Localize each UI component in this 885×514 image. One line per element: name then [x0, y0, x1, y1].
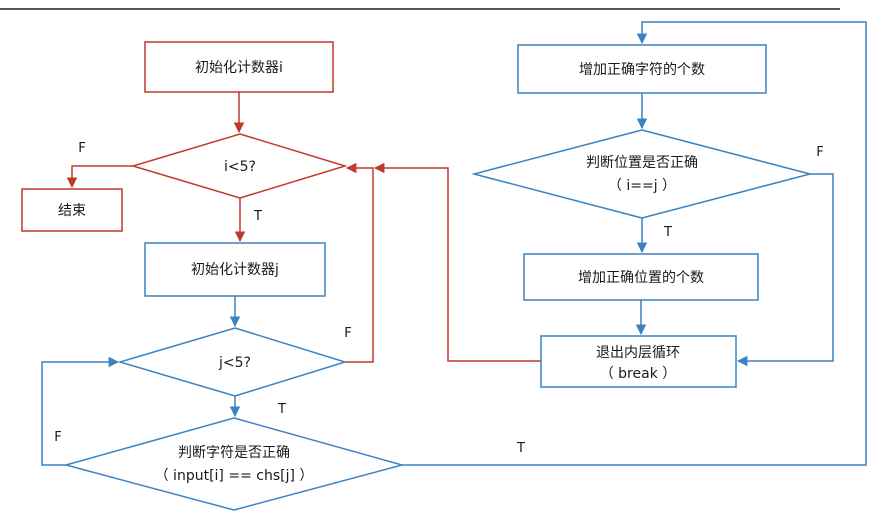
label-i-true: T [253, 209, 262, 224]
inc-char-box [517, 44, 767, 94]
inc-char-text: 增加正确字符的个数 [579, 62, 705, 78]
label-pos-true: T [663, 225, 672, 240]
check-pos-text-1: 判断位置是否正确 [586, 155, 698, 171]
edge-check-pos-false [736, 173, 834, 367]
check-char-text-1: 判断字符是否正确 [178, 445, 290, 461]
break-box [540, 335, 737, 388]
edge-check-char-true [402, 21, 867, 466]
cond-i-text: i<5? [224, 159, 256, 175]
label-char-false: F [54, 430, 61, 445]
label-j-true: T [277, 402, 286, 417]
label-j-false: F [344, 326, 351, 341]
break-text-2: （ break ） [600, 366, 677, 382]
init-i-text: 初始化计数器i [195, 59, 283, 76]
check-pos-diamond [471, 129, 813, 219]
inc-pos-text: 增加正确位置的个数 [578, 270, 704, 286]
inc-pos-box [523, 253, 759, 301]
init-j-box [144, 242, 326, 297]
break-text-1: 退出内层循环 [596, 345, 680, 361]
label-char-true: T [516, 441, 525, 456]
check-pos-text-2: （ i==j ） [608, 178, 676, 194]
cond-j-text: j<5? [218, 355, 251, 371]
label-i-false: F [78, 141, 85, 156]
label-pos-false: F [816, 145, 823, 160]
edge-cond-j-false [345, 162, 374, 363]
init-j-text: 初始化计数器j [191, 261, 279, 278]
end-text: 结束 [58, 203, 86, 219]
end-box [21, 188, 123, 232]
check-char-text-2: （ input[i] == chs[j] ） [155, 468, 314, 484]
edge-check-char-false [41, 356, 120, 466]
edge-cond-i-false [66, 165, 133, 189]
edge-break-to-cond-i [373, 162, 541, 362]
check-char-diamond [63, 417, 405, 511]
